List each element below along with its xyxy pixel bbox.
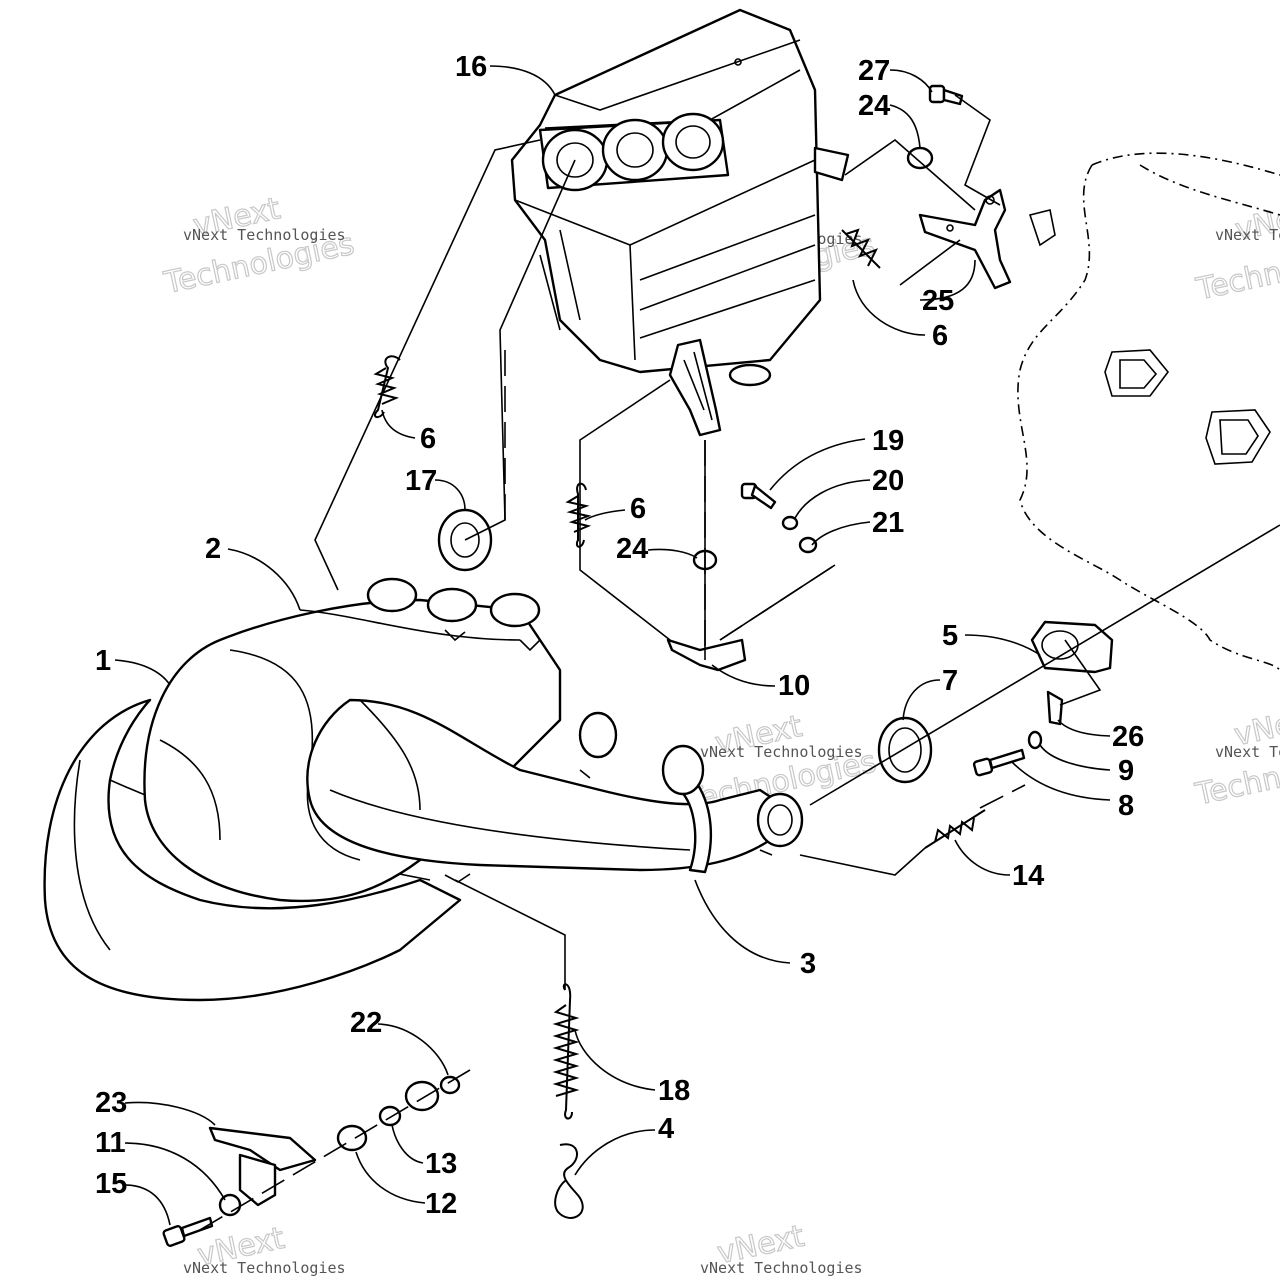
watermark-text: Technologies — [1193, 233, 1280, 308]
watermark-text: vNext Technologies — [183, 226, 346, 244]
spring-6-top — [841, 228, 881, 269]
callout-24-top: 24 — [858, 90, 890, 122]
callout-18: 18 — [658, 1075, 690, 1107]
latch-bracket — [668, 338, 722, 437]
bracket-26 — [1046, 690, 1064, 726]
callout-3: 3 — [800, 948, 816, 980]
callout-15: 15 — [95, 1168, 127, 1200]
air-silencer-box — [510, 8, 850, 387]
nut-21 — [798, 536, 818, 554]
callout-20: 20 — [872, 465, 904, 497]
intake-port-3 — [661, 112, 725, 172]
spring-18 — [552, 983, 580, 1120]
watermark-text: vNext Technologies — [700, 1259, 863, 1277]
mount-bracket-23 — [208, 1126, 317, 1207]
callout-22: 22 — [350, 1007, 382, 1039]
callout-7: 7 — [942, 665, 958, 697]
bolt-15 — [162, 1216, 214, 1247]
callout-26: 26 — [1112, 721, 1144, 753]
rubber-grommet-24-top — [906, 146, 934, 170]
expansion-chamber-assembly — [43, 577, 804, 1002]
assembly-lines — [314, 94, 1280, 990]
spring-14 — [924, 809, 986, 849]
callout-19: 19 — [872, 425, 904, 457]
callout-4: 4 — [658, 1113, 674, 1145]
callout-11: 11 — [95, 1127, 126, 1159]
watermark-text: vNext Technologies — [1215, 226, 1280, 244]
callout-27: 27 — [858, 55, 890, 87]
spring-6-middle — [565, 482, 592, 548]
callout-8: 8 — [1118, 790, 1134, 822]
washer-20 — [781, 515, 799, 531]
mounting-bracket-25 — [918, 188, 1056, 290]
bolt-8 — [972, 748, 1026, 777]
callout-16: 16 — [455, 51, 487, 83]
bolt-27 — [928, 84, 964, 106]
callout-2: 2 — [205, 533, 221, 565]
callout-6-top: 6 — [932, 320, 948, 352]
callout-23: 23 — [95, 1087, 127, 1119]
callout-leaders — [114, 65, 1111, 1226]
engine-outline — [1017, 152, 1280, 671]
bracket-10 — [666, 638, 747, 672]
callout-labels: 1 2 3 4 5 6 6 6 7 8 9 10 11 12 13 14 15 … — [95, 51, 1144, 1220]
callout-13: 13 — [425, 1148, 457, 1180]
clip-4 — [554, 1143, 584, 1219]
callout-9: 9 — [1118, 755, 1134, 787]
callout-10: 10 — [778, 670, 810, 702]
seal-ring-7 — [877, 716, 933, 784]
nut-22 — [439, 1075, 461, 1095]
callout-21: 21 — [872, 507, 904, 539]
callout-1: 1 — [95, 645, 111, 677]
watermark-text: vNext Technologies — [183, 1259, 346, 1277]
callout-6-left: 6 — [420, 423, 436, 455]
intake-port-2 — [601, 118, 669, 182]
callout-5: 5 — [942, 620, 958, 652]
callout-14: 14 — [1012, 860, 1044, 892]
damper-plate — [404, 1080, 440, 1112]
callout-17: 17 — [405, 465, 437, 497]
exhaust-coupler-5 — [1030, 620, 1114, 674]
washer-9 — [1027, 730, 1043, 750]
watermark-text: vNext Technologies — [1215, 743, 1280, 761]
callout-6-middle: 6 — [630, 493, 646, 525]
callout-12: 12 — [425, 1188, 457, 1220]
callout-25: 25 — [922, 285, 954, 317]
watermark-text: vNext Technologies — [700, 743, 863, 761]
bushing-13 — [378, 1105, 402, 1127]
bolt-19 — [740, 482, 777, 510]
callout-24-lower: 24 — [616, 533, 648, 565]
